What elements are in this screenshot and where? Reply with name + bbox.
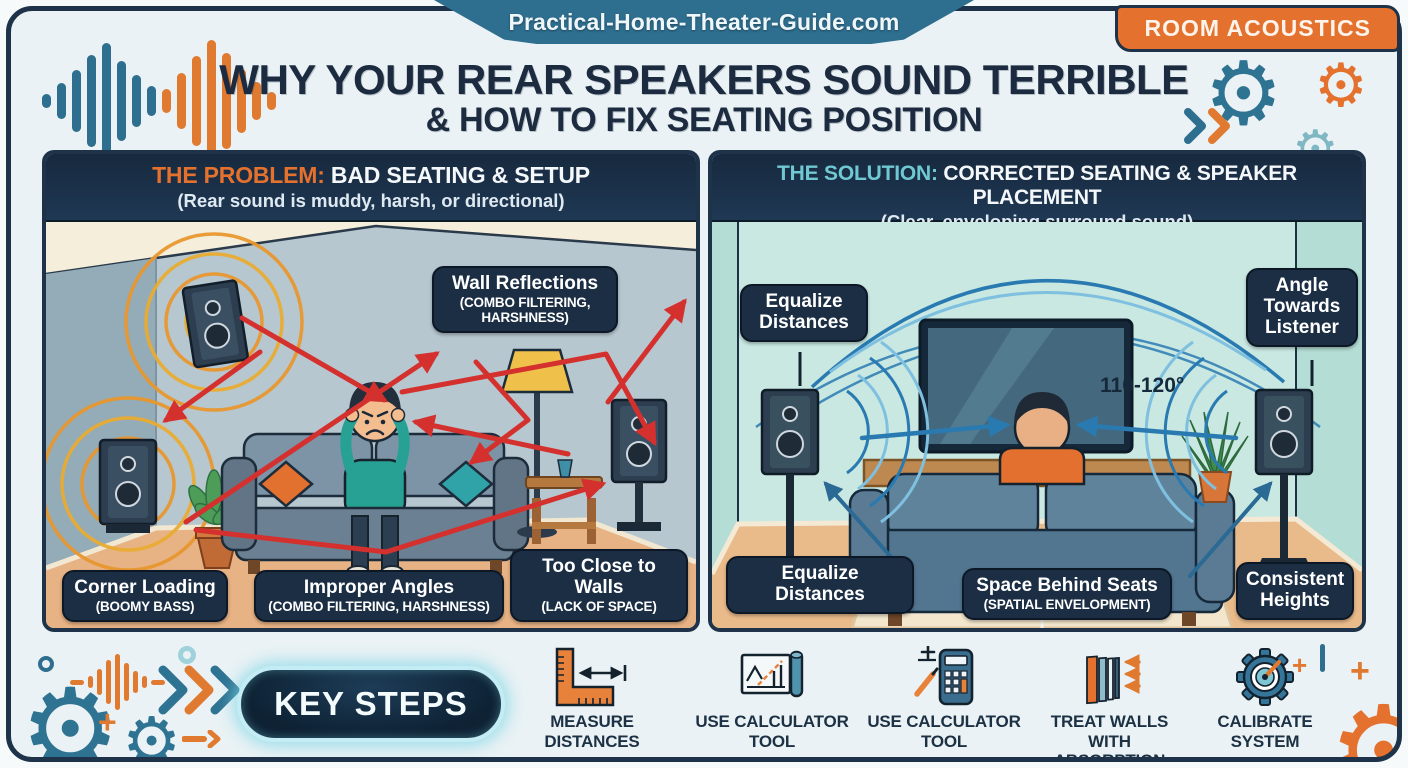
solution-panel: THE SOLUTION: CORRECTED SEATING & SPEAKE…: [708, 150, 1366, 632]
chevron-right-icon: [1184, 108, 1230, 144]
step-treat-walls: TREAT WALLS WITH ABSORPTION: [1032, 644, 1187, 762]
plus-decoration: +: [1292, 650, 1308, 680]
step-use-calculator-chart: USE CALCULATOR TOOL: [687, 644, 857, 751]
bar-decoration: [1320, 644, 1325, 672]
audio-waveform-icon: [42, 40, 276, 162]
circle-decoration: [38, 656, 54, 672]
callout-title: Equalize Distances: [759, 291, 849, 333]
chart-icon: [736, 644, 808, 710]
space-behind-seats-callout: Space Behind Seats (SPATIAL ENVELOPMENT): [962, 568, 1172, 620]
step-label: CALIBRATE SYSTEM: [1217, 712, 1313, 751]
step-use-calculator-tool: USE CALCULATOR TOOL: [859, 644, 1029, 751]
callout-title: Wall Reflections: [451, 273, 599, 294]
wall-reflections-callout: Wall Reflections (COMBO FILTERING, HARSH…: [432, 266, 618, 334]
equalize-distances-bottom-callout: Equalize Distances: [726, 556, 914, 614]
site-name: Practical-Home-Theater-Guide.com: [508, 8, 900, 35]
callout-sub: (COMBO FILTERING, HARSHNESS): [268, 598, 490, 614]
too-close-callout: Too Close to Walls (LACK OF SPACE): [510, 549, 688, 622]
solution-heading: CORRECTED SEATING & SPEAKER PLACEMENT: [937, 162, 1297, 209]
callout-title: Too Close to Walls: [542, 556, 656, 598]
callout-title: Space Behind Seats: [976, 575, 1158, 596]
chevron-right-icon: [158, 665, 240, 715]
problem-prefix: THE PROBLEM:: [152, 162, 325, 188]
step-label: USE CALCULATOR TOOL: [867, 712, 1021, 751]
corner-loading-callout: Corner Loading (BOOMY BASS): [62, 570, 228, 622]
key-steps-badge: KEY STEPS: [237, 666, 505, 742]
circle-decoration: [178, 646, 196, 664]
problem-room-illustration: Wall Reflections (COMBO FILTERING, HARSH…: [46, 222, 696, 628]
wall-absorption-icon: [1075, 644, 1145, 710]
gear-icon: ⚙: [1204, 44, 1283, 143]
title-line-1: WHY YOUR REAR SPEAKERS SOUND TERRIBLE: [219, 56, 1189, 103]
equalize-distances-callout: Equalize Distances: [740, 284, 868, 342]
gear-icon: ⚙: [122, 704, 182, 762]
problem-panel: THE PROBLEM: BAD SEATING & SETUP (Rear s…: [42, 150, 700, 632]
plus-decoration: +: [98, 704, 117, 740]
calibrate-gear-icon: [1233, 644, 1297, 710]
callout-title: Consistent Heights: [1246, 569, 1345, 612]
problem-room-art: [46, 222, 696, 628]
room-acoustics-badge: ROOM ACOUSTICS: [1115, 5, 1400, 52]
consistent-heights-callout: Consistent Heights: [1236, 562, 1354, 620]
plus-decoration: +: [1350, 652, 1370, 690]
step-label: USE CALCULATOR TOOL: [695, 712, 849, 751]
gear-icon: ⚙: [1314, 52, 1368, 119]
gear-icon: ⚙: [20, 667, 121, 763]
dash-arrow-decoration: [182, 730, 221, 748]
step-label: TREAT WALLS WITH ABSORPTION: [1050, 712, 1169, 762]
key-steps-label: KEY STEPS: [274, 685, 468, 722]
solution-header: THE SOLUTION: CORRECTED SEATING & SPEAKE…: [712, 154, 1362, 232]
problem-header: THE PROBLEM: BAD SEATING & SETUP (Rear s…: [46, 154, 696, 222]
step-label: MEASURE DISTANCES: [544, 712, 640, 751]
site-banner: Practical-Home-Theater-Guide.com: [434, 0, 974, 44]
background-frame: ⚙ ⚙ ⚙ WHY YOUR REAR SPEAKERS SOUND TERRI…: [6, 6, 1402, 762]
audio-waveform-icon: [70, 654, 165, 710]
callout-sub: (BOOMY BASS): [95, 598, 195, 614]
solution-prefix: THE SOLUTION:: [777, 162, 938, 185]
angle-range-label: 110-120°: [1100, 374, 1185, 397]
title-line-2: & HOW TO FIX SEATING POSITION: [425, 101, 983, 140]
angle-towards-listener-callout: Angle Towards Listener: [1246, 268, 1358, 347]
callout-title: Equalize Distances: [775, 563, 865, 606]
callout-title: Improper Angles: [303, 577, 455, 598]
callout-title: Corner Loading: [74, 577, 216, 598]
solution-room-illustration: Equalize Distances Angle Towards Listene…: [712, 222, 1362, 628]
step-calibrate-system: CALIBRATE SYSTEM: [1205, 644, 1325, 751]
gear-icon: ⚙: [1328, 683, 1402, 762]
problem-heading: BAD SEATING & SETUP: [324, 162, 590, 188]
calculator-icon: [912, 644, 976, 710]
ruler-icon: [549, 644, 635, 710]
step-measure-distances: MEASURE DISTANCES: [527, 644, 657, 751]
callout-title: Angle Towards Listener: [1263, 275, 1341, 338]
page-title: WHY YOUR REAR SPEAKERS SOUND TERRIBLE & …: [6, 56, 1402, 140]
callout-sub: (LACK OF SPACE): [541, 598, 657, 614]
callout-sub: (SPATIAL ENVELOPMENT): [983, 596, 1151, 612]
callout-sub: (COMBO FILTERING, HARSHNESS): [459, 294, 591, 325]
problem-subtitle: (Rear sound is muddy, harsh, or directio…: [177, 190, 565, 211]
improper-angles-callout: Improper Angles (COMBO FILTERING, HARSHN…: [254, 570, 504, 622]
